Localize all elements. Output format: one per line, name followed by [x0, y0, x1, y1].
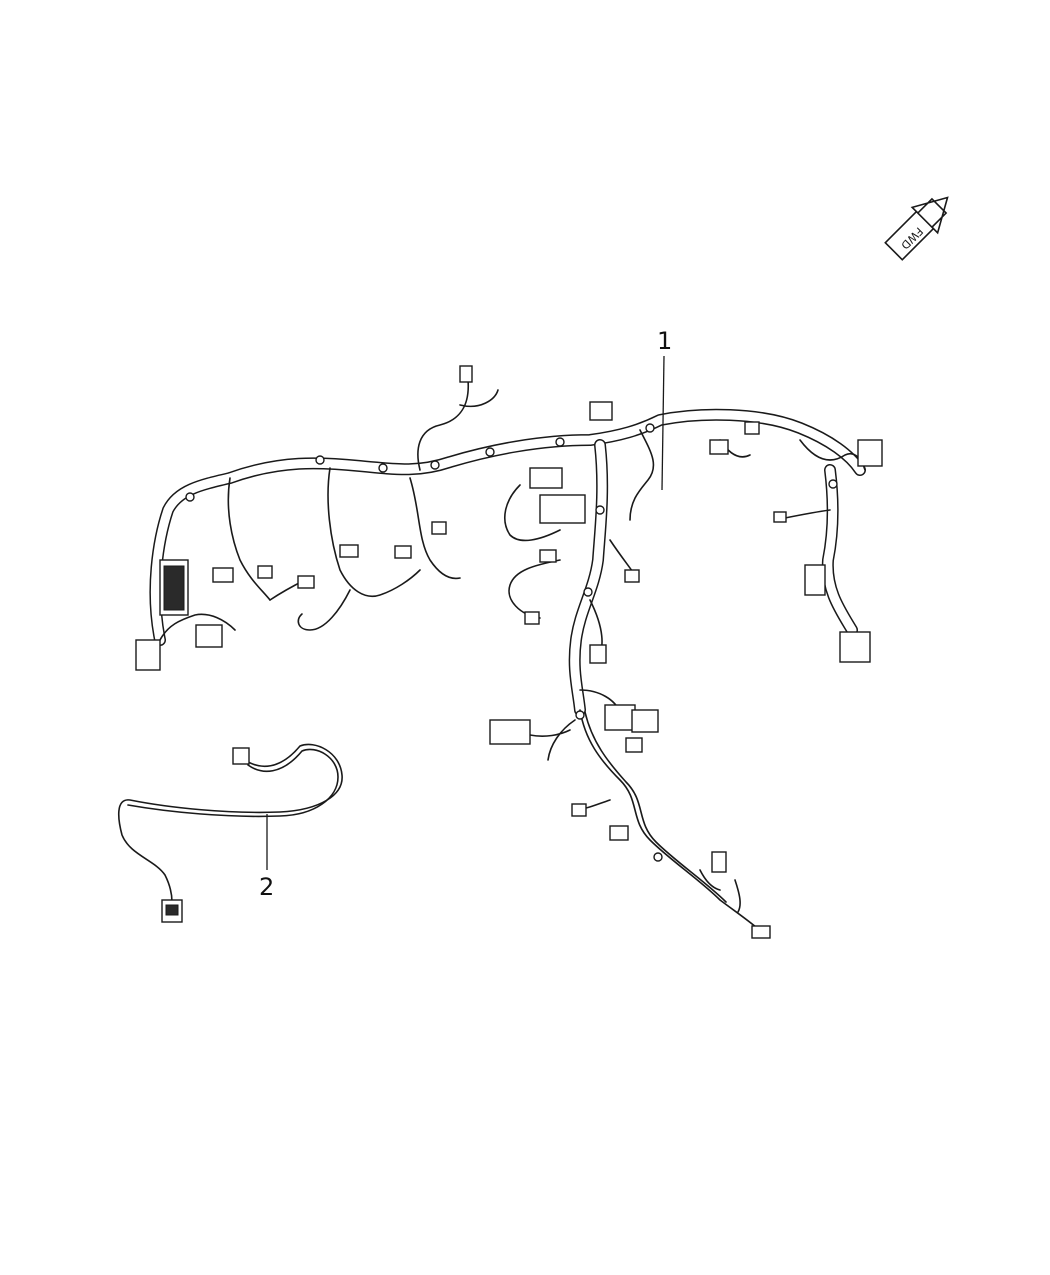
harness-clip	[645, 423, 655, 433]
connector	[459, 365, 473, 383]
wire-branch	[327, 467, 421, 597]
connector	[431, 521, 447, 535]
connector	[709, 439, 729, 455]
wire-branch	[459, 389, 499, 408]
callout-number-1: 1	[657, 327, 673, 355]
part-2-wire	[118, 743, 343, 923]
wire-branch	[629, 429, 655, 521]
connector	[232, 747, 250, 765]
part-2-cable	[118, 743, 343, 903]
connector	[195, 624, 223, 648]
connector-block	[604, 704, 636, 731]
part-2-cable-2	[127, 748, 339, 818]
connector-block	[489, 719, 531, 745]
wire-branch	[297, 589, 351, 631]
wire-branch	[159, 613, 236, 641]
connector	[571, 803, 587, 817]
harness-clip	[485, 447, 495, 457]
harness-clip	[653, 852, 663, 862]
harness-clip	[555, 437, 565, 447]
harness-clip	[378, 463, 388, 473]
connector	[773, 511, 787, 523]
connector-block	[539, 494, 586, 524]
harness-clip	[828, 479, 838, 489]
connector-pins	[163, 565, 185, 611]
main-harness	[135, 365, 883, 939]
connector	[394, 545, 412, 559]
connector	[339, 544, 359, 558]
connector	[624, 569, 640, 583]
harness-clip	[575, 710, 585, 720]
connector	[297, 575, 315, 589]
wire-branch	[784, 509, 831, 519]
wire-branch	[504, 484, 561, 542]
harness-clip	[315, 455, 325, 465]
connector	[539, 549, 557, 563]
connector	[839, 631, 871, 663]
connector	[625, 737, 643, 753]
wire-branch	[529, 729, 571, 737]
callout-1-leader	[661, 355, 665, 491]
callout-number-2: 2	[259, 873, 275, 901]
connector	[524, 611, 540, 625]
harness-lower-branch	[579, 709, 766, 936]
forward-arrow-icon: FWD	[884, 196, 949, 261]
harness-clip	[185, 492, 195, 502]
harness-trunk-fill	[150, 410, 865, 645]
connector	[744, 421, 760, 435]
connector	[631, 709, 659, 733]
connector	[135, 639, 161, 671]
wire-branch	[547, 719, 576, 761]
harness-clip	[595, 505, 605, 515]
connector	[751, 925, 771, 939]
wire-branch	[508, 559, 561, 619]
harness-clip	[430, 460, 440, 470]
connector	[711, 851, 727, 873]
harness-right-branch-fill	[823, 465, 857, 635]
harness-lower-branch-2	[584, 711, 727, 903]
wire-branch	[734, 879, 741, 913]
connector	[589, 644, 607, 664]
connector	[589, 401, 613, 421]
connector	[257, 565, 273, 579]
wire-branch	[409, 477, 461, 580]
wire-branch	[227, 477, 271, 601]
connector	[529, 467, 563, 489]
connector	[609, 825, 629, 841]
connector	[212, 567, 234, 583]
connector	[857, 439, 883, 467]
harness-clip	[583, 587, 593, 597]
wire-branch	[699, 869, 721, 891]
wire-branch	[417, 379, 469, 471]
connector-pins	[165, 904, 179, 916]
connector	[804, 564, 826, 596]
